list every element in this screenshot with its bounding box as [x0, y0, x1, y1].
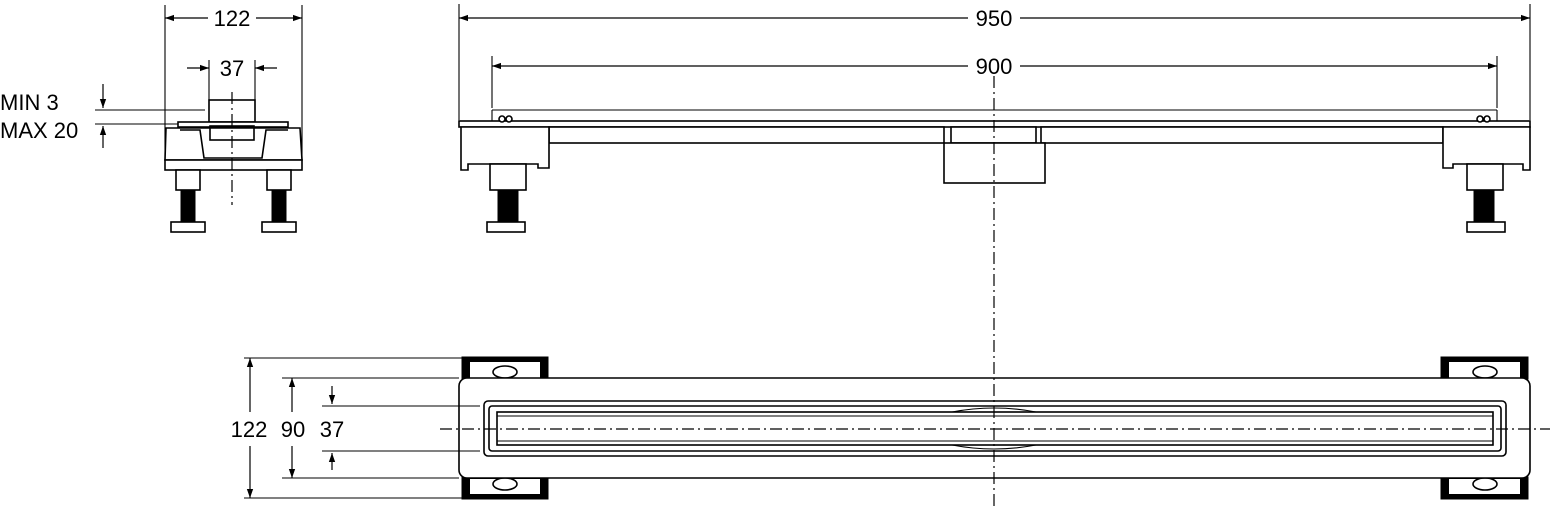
top-hole-bl: [492, 477, 518, 491]
side-channel: [180, 129, 288, 159]
side-body: [164, 127, 303, 161]
front-channel-left: [548, 126, 945, 144]
front-channel-right: [1040, 126, 1444, 144]
side-leg-left-upper: [175, 169, 201, 191]
front-leg-right-screw: [1473, 189, 1495, 223]
front-screw-left-2: [505, 115, 513, 123]
side-top-plate: [177, 121, 289, 128]
side-leg-left-screw: [180, 189, 196, 223]
side-leg-right-screw: [271, 189, 287, 223]
top-inner-label: 90: [281, 417, 305, 442]
side-leg-left-foot: [170, 221, 206, 233]
top-hole-tr: [1472, 365, 1498, 379]
front-screw-right-2: [1483, 115, 1491, 123]
side-width-label: 122: [214, 6, 251, 31]
max-label: MAX 20: [0, 118, 78, 143]
front-leg-right-foot: [1466, 221, 1506, 233]
top-view: 122 90 37: [231, 356, 1550, 500]
side-view: 122 37 MIN 3 MAX 20: [0, 5, 303, 233]
front-bracket-left: [460, 126, 550, 171]
front-inner-label: 900: [976, 54, 1013, 79]
top-width-label: 122: [231, 417, 268, 442]
side-leg-right-foot: [261, 221, 297, 233]
side-base-strip: [164, 159, 303, 171]
top-grate: [496, 411, 1494, 446]
front-total-label: 950: [976, 6, 1013, 31]
front-leg-left-screw: [497, 189, 519, 223]
front-leg-left-foot: [486, 221, 526, 233]
top-outlet-arc-bottom: [951, 444, 1037, 450]
top-hole-tl: [492, 365, 518, 379]
front-view: 950 900: [458, 4, 1531, 233]
front-screw-right: [1476, 115, 1484, 123]
min-label: MIN 3: [0, 90, 59, 115]
front-leg-left-upper: [489, 163, 527, 191]
top-slot-label: 37: [320, 417, 344, 442]
front-leg-right-upper: [1466, 163, 1504, 191]
outlet-label: 37: [220, 56, 244, 81]
front-bracket-right: [1442, 126, 1531, 171]
side-leg-right-upper: [266, 169, 292, 191]
top-hole-br: [1472, 477, 1498, 491]
front-screw-left: [498, 115, 506, 123]
